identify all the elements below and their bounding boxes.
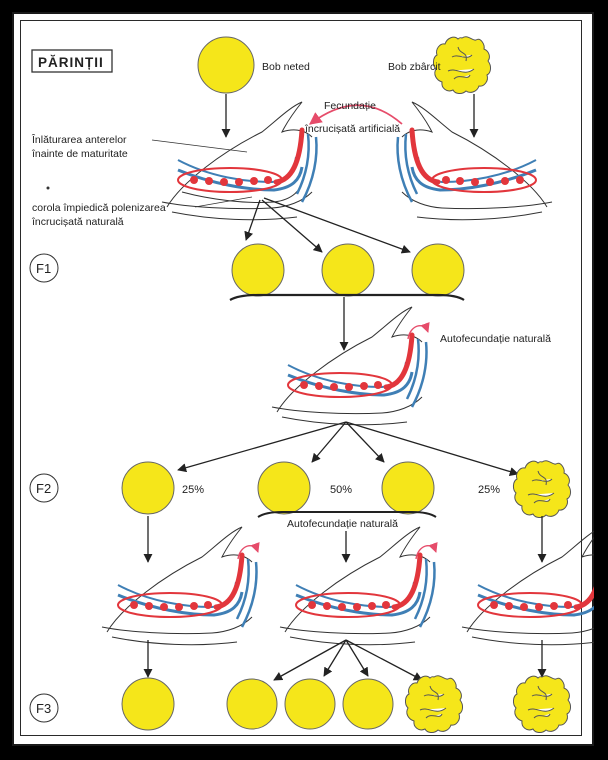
gen-badge-f2: F2	[29, 473, 59, 503]
title-box: PĂRINȚII	[31, 49, 113, 73]
gen-label-f2: F2	[36, 481, 51, 496]
arrow-to-f3-m2	[323, 639, 347, 677]
ratio-left: 25%	[182, 484, 204, 496]
seed-f3-m1	[226, 678, 278, 730]
diagram-title: PĂRINȚII	[38, 55, 104, 70]
mendel-pea-cross-diagram: PĂRINȚII Bob neted Bob zbârcit	[29, 36, 594, 734]
arrow-to-f1-1	[244, 199, 261, 241]
label-self-f1: Autofecundație naturală	[440, 333, 551, 345]
ratio-middle: 50%	[330, 484, 352, 496]
flower-parent-left	[161, 101, 318, 221]
bracket-f2	[257, 511, 437, 518]
seed-f2-smooth-2	[257, 461, 311, 515]
seed-f3-left	[121, 677, 175, 731]
seed-f1-2	[321, 243, 375, 297]
bracket-f1	[229, 293, 465, 301]
arrow-to-f2-4	[345, 421, 519, 476]
diagram-panel: PĂRINȚII Bob neted Bob zbârcit	[12, 12, 594, 746]
arrow-artificial-cross	[308, 104, 403, 125]
gen-badge-f1: F1	[29, 253, 59, 283]
gen-label-f3: F3	[36, 701, 51, 716]
flower-f2-middle	[279, 526, 438, 646]
arrow-to-f3-m1	[273, 639, 347, 681]
flower-parent-right	[396, 101, 553, 221]
note-anther-2: înainte de maturitate	[31, 148, 128, 160]
flower-f2-left	[101, 526, 260, 646]
arrow-to-f2-1	[177, 421, 347, 473]
pointer-corolla	[194, 196, 253, 208]
label-smooth-seed: Bob neted	[262, 61, 310, 73]
note-anther-1: Înlăturarea anterelor	[31, 133, 127, 146]
seed-f3-right-wrinkled	[512, 675, 572, 734]
note-corolla-2: încrucișată naturală	[31, 216, 124, 228]
flower-f2-right	[461, 530, 594, 646]
seed-f3-m4-wrinkled	[404, 675, 464, 734]
note-corolla-1: corola împiedică polenizarea	[32, 202, 166, 214]
arrow-to-f1-2	[261, 199, 323, 253]
arrow-to-f2-3	[345, 421, 385, 463]
seed-f2-smooth-3	[381, 461, 435, 515]
gen-badge-f3: F3	[29, 693, 59, 723]
seed-f1-3	[411, 243, 465, 297]
gen-label-f1: F1	[36, 261, 51, 276]
seed-smooth-parent	[197, 36, 255, 94]
seed-f1-1	[231, 243, 285, 297]
label-cross-1: Fecundație	[324, 100, 376, 112]
seed-f2-wrinkled	[512, 460, 572, 519]
seed-wrinkled-parent	[433, 36, 491, 94]
arrow-to-f1-3	[263, 197, 411, 254]
seed-f2-smooth-1	[121, 461, 175, 515]
label-cross-2: încrucișată artificială	[304, 123, 400, 135]
arrow-to-f3-m3	[345, 639, 369, 677]
flower-f1-self	[271, 306, 430, 426]
label-self-f2: Autofecundație naturală	[287, 518, 398, 530]
seed-f3-m3	[342, 678, 394, 730]
panel-border	[20, 20, 582, 736]
label-wrinkled-seed: Bob zbârcit	[388, 61, 441, 73]
arrow-to-f3-m4	[345, 639, 423, 681]
pointer-anther	[151, 139, 248, 153]
arrow-to-f2-2	[311, 421, 347, 463]
seed-f3-m2	[284, 678, 336, 730]
ratio-right: 25%	[478, 484, 500, 496]
bullet-dot	[46, 186, 50, 190]
